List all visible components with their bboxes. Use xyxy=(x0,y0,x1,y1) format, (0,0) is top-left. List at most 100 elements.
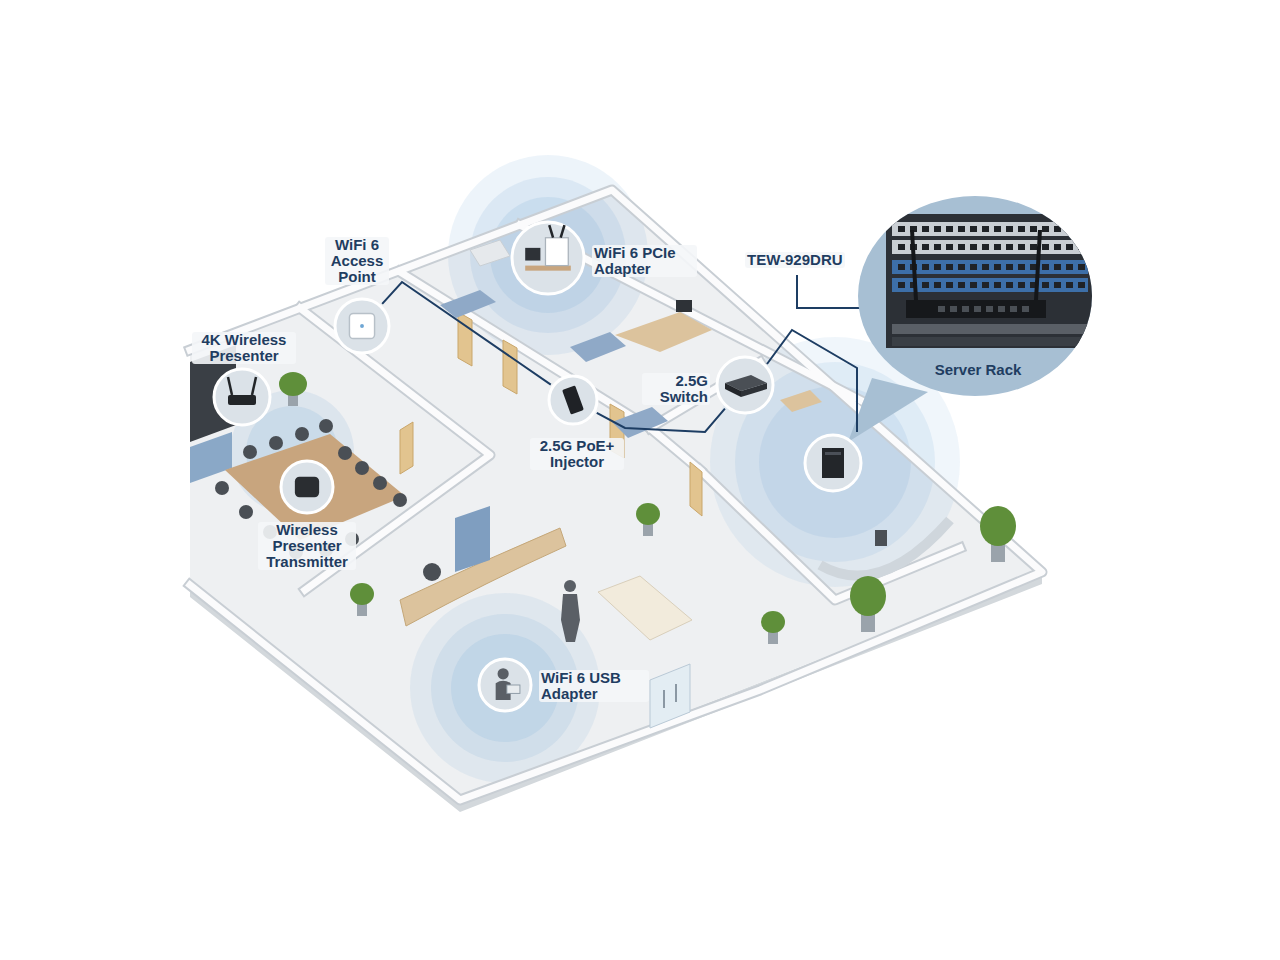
plants xyxy=(761,611,785,644)
device-callout: 2.5G Switch xyxy=(715,355,775,415)
lobby xyxy=(598,576,692,640)
device-label: 2.5G PoE+ Injector xyxy=(530,438,624,470)
device-label: 4K Wireless Presenter xyxy=(192,332,296,364)
wall-shadow xyxy=(400,272,700,470)
device-label: WiFi 6 PCIe Adapter xyxy=(592,245,697,277)
wall-shadow xyxy=(190,190,1042,800)
callout-circle xyxy=(512,222,584,294)
callout-bubble: Server Rack xyxy=(858,196,1092,396)
network-cable xyxy=(382,282,551,385)
device-callout: WiFi 6 PCIe Adapter xyxy=(510,220,586,296)
plants xyxy=(350,583,374,616)
conference-room xyxy=(269,436,283,450)
doors xyxy=(503,340,517,394)
bubble-tail xyxy=(848,378,928,442)
plants xyxy=(279,372,307,406)
lobby xyxy=(423,563,441,581)
device-label: WiFi 6 Access Point xyxy=(325,237,389,285)
node-outline xyxy=(477,657,533,713)
office-furniture xyxy=(612,407,668,438)
node-outline xyxy=(333,297,391,355)
device-callout: 4K Wireless Presenter xyxy=(212,367,272,427)
network-wire xyxy=(767,330,857,432)
lobby xyxy=(564,580,576,592)
server-callout xyxy=(822,448,844,478)
office-furniture xyxy=(615,312,712,352)
wall-top xyxy=(190,190,1042,800)
conference-room xyxy=(338,446,352,460)
device-icon xyxy=(496,668,520,700)
lobby xyxy=(400,506,692,642)
device-label: Wireless Presenter Transmitter xyxy=(258,522,356,570)
device-callout: 2.5G PoE+ Injector xyxy=(547,374,599,426)
bubble-outline xyxy=(858,196,1092,396)
conference-room xyxy=(355,461,369,475)
plants xyxy=(761,611,785,633)
conference-room xyxy=(239,505,253,519)
office-furniture xyxy=(780,390,822,412)
device-label: WiFi 6 USB Adapter xyxy=(539,670,649,702)
network-wire xyxy=(767,330,857,432)
node-outline xyxy=(212,367,272,427)
office-furniture xyxy=(570,332,626,362)
conference-room xyxy=(243,445,257,459)
bubble-tail xyxy=(848,378,928,442)
office-furniture xyxy=(676,300,692,312)
conference-room xyxy=(190,432,232,483)
callout-circle xyxy=(281,461,333,513)
device-icon xyxy=(562,385,584,414)
plants xyxy=(980,506,1016,546)
device-icon xyxy=(725,375,767,397)
node-outline xyxy=(279,459,335,515)
device-label: 2.5G Switch xyxy=(642,373,710,405)
lobby xyxy=(561,594,580,642)
plants xyxy=(861,614,875,632)
server-callout xyxy=(805,435,861,491)
glass-door xyxy=(663,690,665,708)
office-furniture xyxy=(820,520,950,576)
device-callout: WiFi 6 USB Adapter xyxy=(477,657,533,713)
callout-circle xyxy=(335,299,389,353)
plants xyxy=(279,372,1016,644)
wall-top xyxy=(400,272,700,470)
conference-room xyxy=(319,419,333,433)
plants xyxy=(279,372,307,396)
plants xyxy=(350,583,374,605)
plants xyxy=(991,544,1005,562)
node-outline xyxy=(715,355,775,415)
doors xyxy=(690,462,702,516)
glass-door xyxy=(650,664,690,728)
plants xyxy=(636,503,660,525)
office-furniture xyxy=(875,530,887,546)
device-callout: WiFi 6 Access Point xyxy=(333,297,391,355)
callout-circle xyxy=(214,369,270,425)
conference-room xyxy=(215,481,229,495)
doors xyxy=(400,422,413,474)
plants xyxy=(768,632,778,644)
glass-door xyxy=(650,664,690,728)
callout-circle xyxy=(549,376,597,424)
plants xyxy=(357,604,367,616)
network-cable xyxy=(597,409,725,432)
plants xyxy=(636,503,660,536)
device-icon xyxy=(349,313,374,338)
device-icon xyxy=(228,377,256,405)
plants xyxy=(980,506,1016,562)
wall-shadow xyxy=(190,190,1042,800)
conference-room xyxy=(373,476,387,490)
wall-top xyxy=(190,190,1042,800)
device-icon xyxy=(295,477,319,498)
server-rack-picture xyxy=(886,214,1092,348)
node-outline xyxy=(547,374,599,426)
lobby xyxy=(455,506,490,572)
glass-door xyxy=(675,684,677,702)
plants xyxy=(850,576,886,616)
server-callout xyxy=(805,435,861,491)
office-furniture xyxy=(470,240,510,266)
plants xyxy=(643,524,653,536)
conference-room xyxy=(295,427,309,441)
server-callout xyxy=(825,452,841,455)
